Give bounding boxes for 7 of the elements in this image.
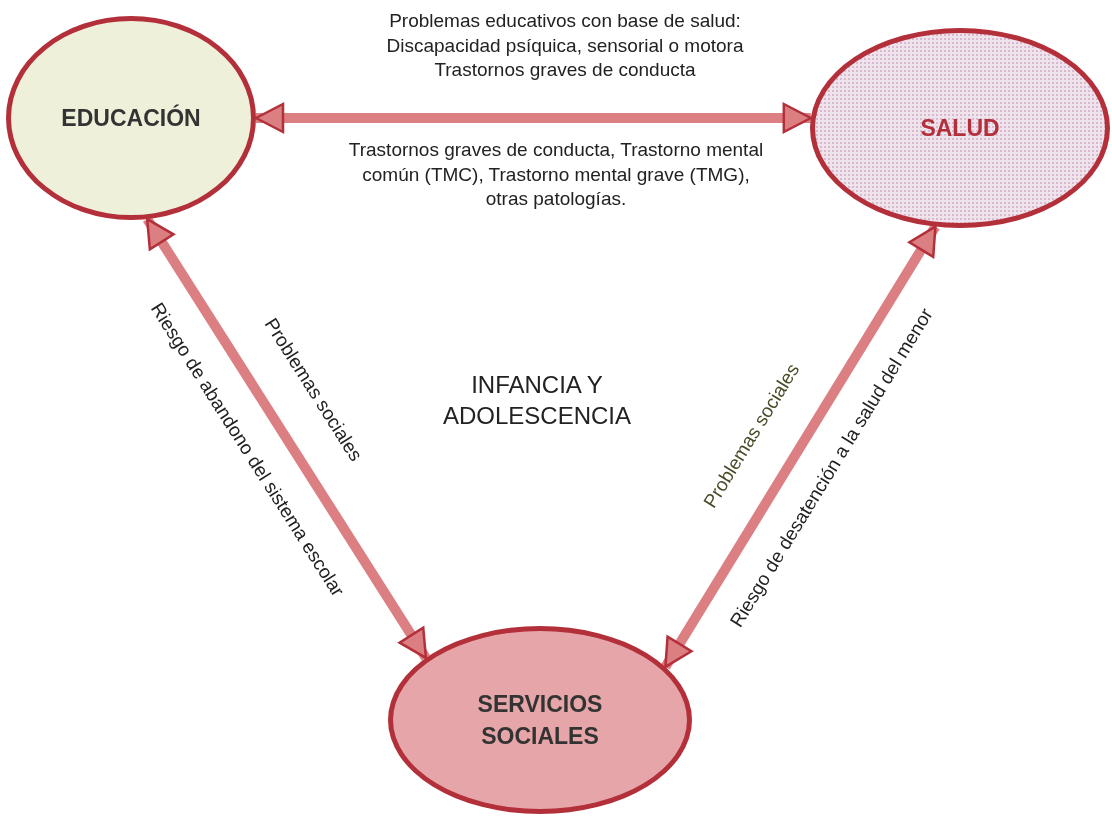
- edge-label: Problemas educativos con base de salud: Discapacidad psíquica, sensorial o motora Trastornos graves de conducta: [385, 8, 745, 83]
- center-title: INFANCIA Y ADOLESCENCIA: [443, 369, 631, 431]
- node-label: EDUCACIÓN: [60, 103, 202, 133]
- annotation-text: Trastornos graves de conducta, Trastorno mental común (TMC), Trastorno mental grave (TMG), otras patologías.: [347, 137, 765, 212]
- node-label: SALUD: [919, 113, 1001, 143]
- node-label: SERVICIOS SOCIALES: [476, 689, 604, 751]
- double-arrow: [254, 102, 813, 134]
